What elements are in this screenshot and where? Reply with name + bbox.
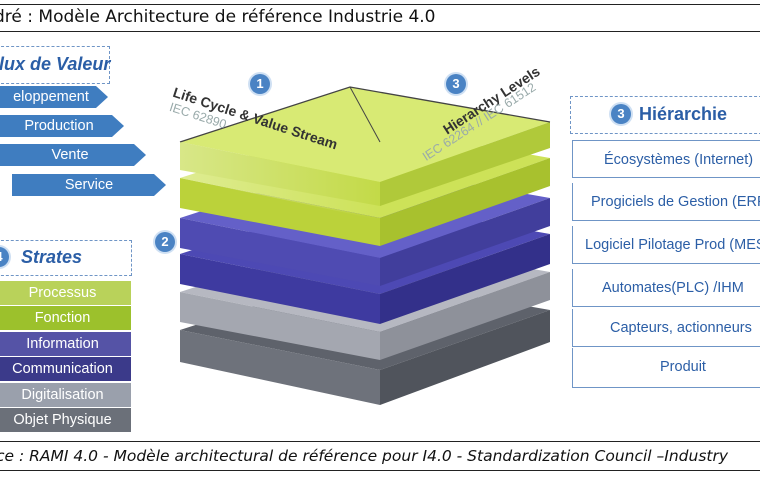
strata-communication: Communication <box>0 357 131 381</box>
hierarchie-item-mes: Logiciel Pilotage Prod (MES) <box>572 226 760 264</box>
axis1-number-badge: 1 <box>250 74 270 94</box>
flux-title-box: lux de Valeur <box>0 46 110 84</box>
hierarchie-item-capteurs: Capteurs, actionneurs <box>572 309 760 347</box>
hierarchie-item-ecosystemes: Écosystèmes (Internet) <box>572 140 760 178</box>
top-rule <box>0 4 760 5</box>
figure-title: dré : Modèle Architecture de référence I… <box>0 7 436 27</box>
flux-title: lux de Valeur <box>0 54 111 74</box>
title-rule <box>0 31 760 32</box>
cube-inner-edge <box>349 86 381 143</box>
source-rule <box>0 441 760 442</box>
axis3-number-badge: 3 <box>446 74 466 94</box>
hierarchie-title: Hiérarchie <box>639 104 728 124</box>
hierarchie-item-plc: Automates(PLC) /IHM <box>572 269 760 307</box>
strates-title: Strates <box>21 247 83 267</box>
hierarchie-number-badge: 3 <box>611 104 631 124</box>
strata-fonction: Fonction <box>0 306 131 330</box>
bottom-rule <box>0 470 760 471</box>
strates-number-badge: 4 <box>0 247 9 267</box>
flux-item-vente: Vente <box>0 144 146 166</box>
flux-item-production: Production <box>0 115 124 137</box>
hierarchie-title-box: 3 Hiérarchie <box>570 96 760 134</box>
axis2-number-badge: 2 <box>155 232 175 252</box>
hierarchie-item-erp: Progiciels de Gestion (ERP) <box>572 183 760 221</box>
figure-source: ce : RAMI 4.0 - Modèle architectural de … <box>0 447 729 465</box>
strates-title-box: 4 Strates <box>0 240 132 276</box>
strata-objet-physique: Objet Physique <box>0 408 131 432</box>
hierarchie-item-produit: Produit <box>572 348 760 388</box>
strata-processus: Processus <box>0 281 131 305</box>
strata-digitalisation: Digitalisation <box>0 383 131 407</box>
flux-item-service: Service <box>12 174 166 196</box>
flux-item-developpement: eloppement <box>0 86 108 108</box>
strata-information: Information <box>0 332 131 356</box>
rami-cube <box>179 86 551 405</box>
